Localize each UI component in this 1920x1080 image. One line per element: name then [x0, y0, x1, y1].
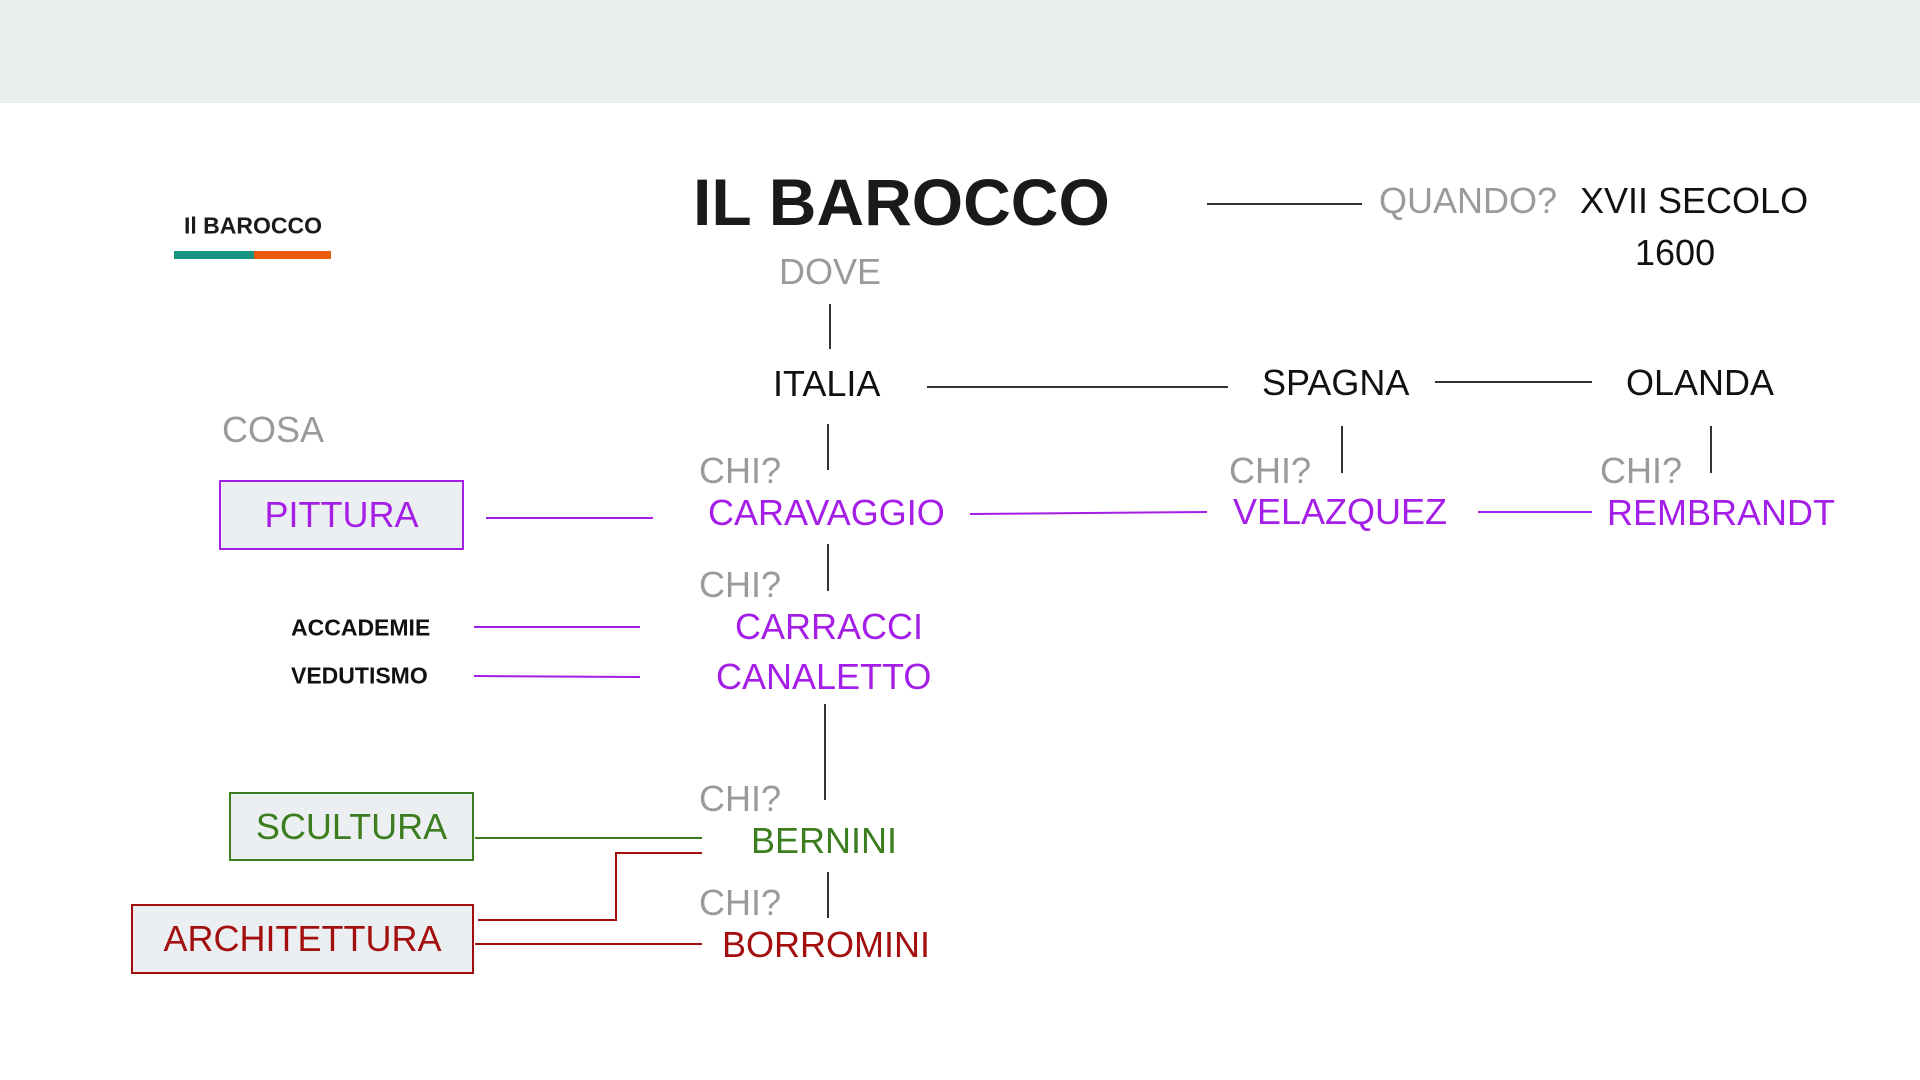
who-label: CHI?: [1229, 450, 1312, 491]
movement-accademie: ACCADEMIE: [291, 614, 431, 641]
who-label: CHI?: [699, 778, 782, 819]
category-architettura: ARCHITETTURA: [131, 904, 474, 974]
artist-velazquez: VELAZQUEZ: [1233, 491, 1448, 532]
where-label: DOVE: [779, 251, 882, 292]
artist-rembrandt: REMBRANDT: [1607, 492, 1836, 533]
logo-label: Il BAROCCO: [184, 212, 322, 239]
artist-bernini: BERNINI: [751, 820, 898, 861]
century: XVII SECOLO: [1580, 180, 1809, 221]
country-olanda: OLANDA: [1626, 362, 1775, 403]
top-bar: [0, 0, 1920, 103]
logo-bar-teal: [174, 251, 254, 259]
page-title: IL BAROCCO: [693, 165, 1110, 239]
artist-carracci: CARRACCI: [735, 606, 924, 647]
country-italia: ITALIA: [773, 363, 881, 404]
artist-caravaggio: CARAVAGGIO: [708, 492, 945, 533]
who-label: CHI?: [1600, 450, 1683, 491]
what-label: COSA: [222, 409, 325, 450]
who-label: CHI?: [699, 450, 782, 491]
country-spagna: SPAGNA: [1262, 362, 1410, 403]
year: 1600: [1635, 232, 1716, 273]
who-label: CHI?: [699, 882, 782, 923]
who-label: CHI?: [699, 564, 782, 605]
artist-borromini: BORROMINI: [722, 924, 931, 965]
artist-canaletto: CANALETTO: [716, 656, 932, 697]
category-pittura: PITTURA: [219, 480, 464, 550]
movement-vedutismo: VEDUTISMO: [291, 662, 428, 689]
logo-bar-orange: [254, 251, 331, 259]
when-label: QUANDO?: [1379, 180, 1558, 221]
category-scultura: SCULTURA: [229, 792, 474, 861]
